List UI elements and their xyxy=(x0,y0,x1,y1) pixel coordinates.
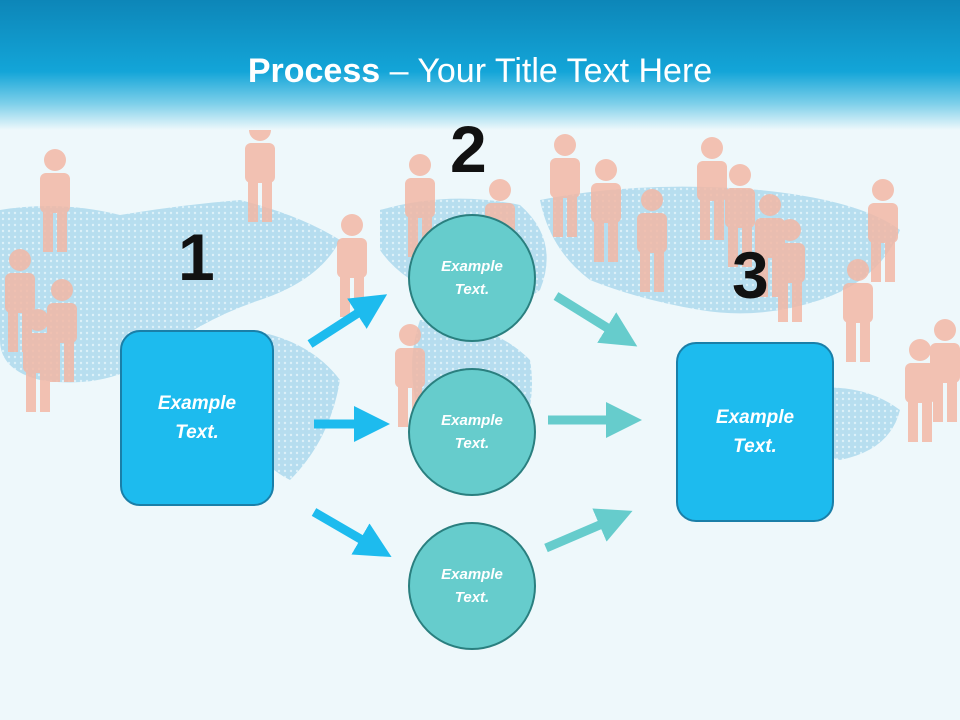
circle-bottom-label: Example Text. xyxy=(441,566,503,606)
circle-top: Example Text. xyxy=(408,214,536,342)
left-box: Example Text. xyxy=(120,330,274,506)
circle-middle-label: Example Text. xyxy=(441,412,503,452)
right-box: Example Text. xyxy=(676,342,834,522)
left-box-label: Example Text. xyxy=(157,393,237,443)
circle-top-label: Example Text. xyxy=(441,258,503,298)
slide-title: Process – Your Title Text Here xyxy=(0,52,960,91)
step-number-2: 2 xyxy=(450,112,487,186)
arrow-bottom-to-right xyxy=(544,508,633,553)
title-bold: Process xyxy=(247,52,381,90)
arrow-left-to-bottom xyxy=(311,508,392,558)
right-box-label: Example Text. xyxy=(715,407,795,457)
circle-middle: Example Text. xyxy=(408,368,536,496)
title-bar xyxy=(0,0,960,130)
arrow-left-to-top xyxy=(307,294,388,348)
arrow-top-to-right xyxy=(553,292,638,347)
step-number-3: 3 xyxy=(732,238,769,312)
circle-bottom: Example Text. xyxy=(408,522,536,650)
title-rest: – Your Title Text Here xyxy=(380,52,713,90)
step-number-1: 1 xyxy=(178,220,215,294)
